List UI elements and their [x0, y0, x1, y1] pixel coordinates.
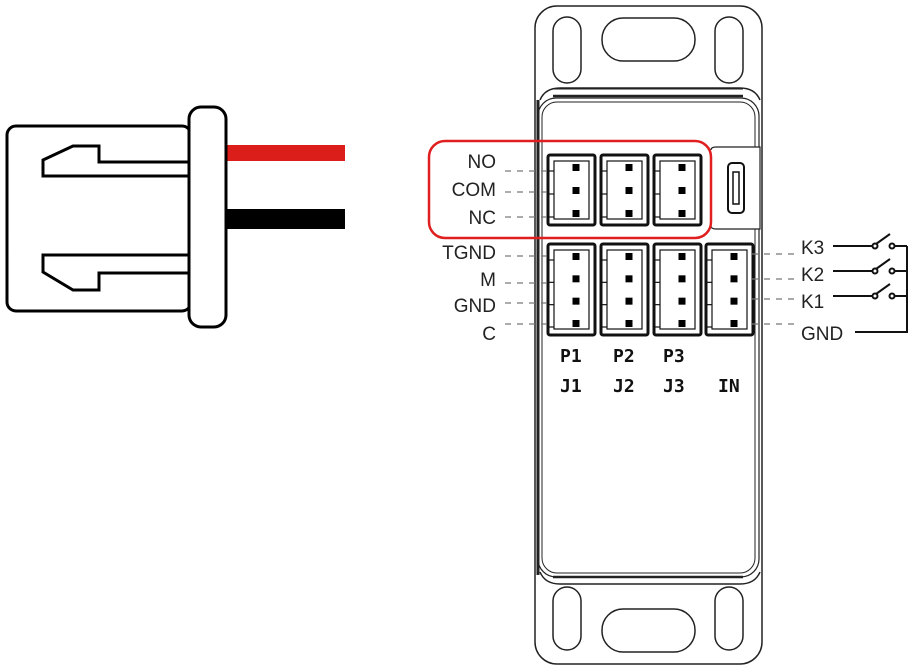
label-nc: NC — [469, 208, 496, 229]
header-j1 — [546, 242, 597, 337]
mount-slot — [714, 586, 744, 651]
pin — [678, 164, 686, 171]
relay-output-highlight — [427, 139, 713, 240]
label-p3: P3 — [663, 346, 685, 367]
label-com: COM — [452, 180, 496, 201]
pin — [572, 164, 580, 171]
pin — [572, 297, 580, 305]
label-gnd: GND — [454, 296, 496, 317]
mount-hole — [601, 17, 696, 62]
red-wire — [226, 145, 345, 161]
usb-port-icon — [727, 162, 745, 214]
label-k1: K1 — [801, 292, 824, 313]
plug-flange — [187, 105, 228, 329]
pin — [730, 253, 738, 260]
pin — [625, 164, 633, 171]
pin — [625, 210, 633, 217]
switches — [833, 233, 908, 333]
pin — [572, 210, 580, 217]
label-p1: P1 — [560, 346, 582, 367]
pin — [678, 275, 686, 283]
plug-connector — [5, 105, 345, 329]
pin — [678, 253, 686, 260]
switch-k3 — [833, 233, 907, 250]
pin — [678, 210, 686, 217]
label-gnd-right: GND — [801, 324, 843, 345]
pin — [678, 297, 686, 305]
gnd-return-wire — [855, 246, 908, 333]
label-m: M — [480, 270, 496, 291]
header-j1-relay — [546, 153, 597, 227]
mount-slot — [552, 16, 582, 84]
label-c: C — [482, 324, 496, 345]
mount-hole — [601, 608, 696, 653]
label-p2: P2 — [613, 346, 635, 367]
pin — [730, 275, 738, 283]
pin — [678, 187, 686, 194]
pin — [625, 297, 633, 305]
pin — [572, 275, 580, 283]
switch-k1 — [833, 283, 907, 300]
mount-slot — [552, 586, 582, 651]
upper-latch — [41, 144, 191, 178]
label-j1: J1 — [560, 376, 582, 397]
switch-k2 — [833, 258, 907, 275]
label-tgnd: TGND — [442, 243, 496, 264]
label-in: IN — [718, 376, 740, 397]
label-k3: K3 — [801, 238, 824, 259]
mount-slot — [714, 16, 744, 84]
pin — [625, 275, 633, 283]
connector-headers — [546, 153, 755, 337]
label-j2: J2 — [613, 376, 635, 397]
pin — [572, 187, 580, 194]
label-j3: J3 — [663, 376, 685, 397]
header-j3 — [652, 242, 703, 337]
pin — [572, 253, 580, 260]
header-j2 — [599, 242, 650, 337]
pin — [678, 320, 686, 327]
right-dashes — [752, 253, 797, 325]
pin — [625, 187, 633, 194]
pin — [625, 320, 633, 327]
header-in — [704, 242, 755, 337]
label-k2: K2 — [801, 265, 824, 286]
header-j2-relay — [599, 153, 650, 227]
pin — [625, 253, 633, 260]
label-no: NO — [468, 152, 497, 173]
pin — [730, 320, 738, 327]
pin — [572, 320, 580, 327]
black-wire — [226, 209, 345, 229]
header-j3-relay — [652, 153, 703, 227]
pin — [730, 297, 738, 305]
